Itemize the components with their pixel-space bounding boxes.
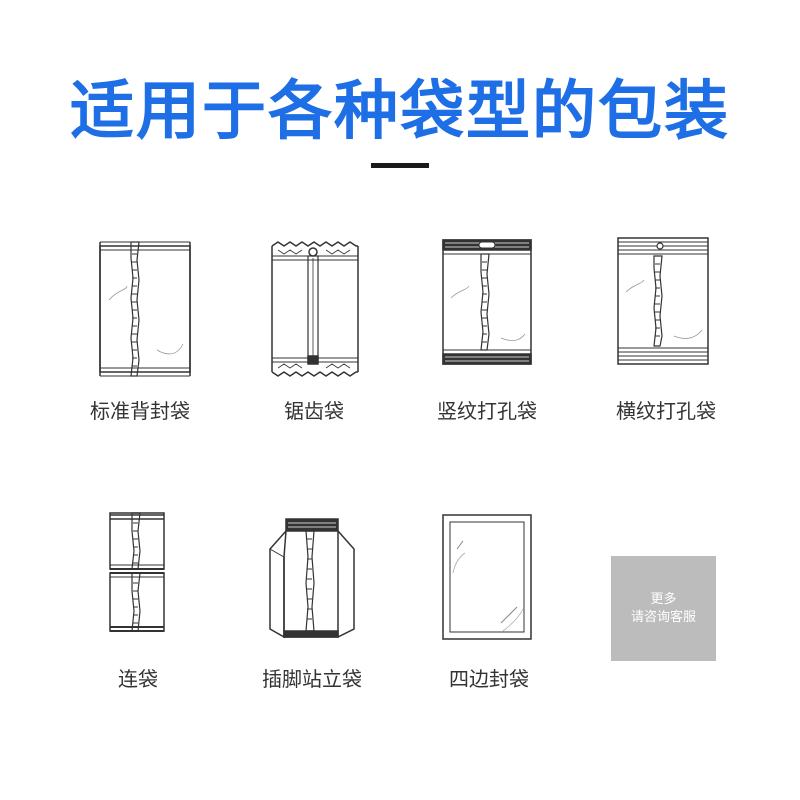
vertical-stripe-punched-bag-icon	[442, 239, 532, 365]
bag-type-label: 连袋	[118, 667, 158, 691]
bag-type-label: 横纹打孔袋	[616, 399, 716, 423]
bag-type-label: 标准背封袋	[90, 399, 190, 423]
bag-type-item: 标准背封袋	[60, 230, 220, 430]
title-divider	[371, 163, 429, 168]
horizontal-stripe-punched-bag-icon	[617, 237, 709, 365]
bag-type-item: 插脚站立袋	[232, 505, 392, 705]
bag-type-label: 竖纹打孔袋	[437, 399, 537, 423]
bag-type-label: 锯齿袋	[284, 399, 344, 423]
more-info-button[interactable]: 更多 请咨询客服	[611, 556, 716, 661]
page-title: 适用于各种袋型的包装	[70, 75, 730, 149]
connected-bags-icon	[109, 512, 165, 632]
bag-type-label: 四边封袋	[449, 667, 529, 691]
zigzag-bag-icon	[271, 241, 359, 377]
more-info-line1: 更多	[650, 591, 677, 607]
more-info-line2: 请咨询客服	[630, 609, 696, 625]
bag-type-item: 连袋	[58, 505, 218, 705]
bag-type-label: 插脚站立袋	[262, 667, 362, 691]
four-side-seal-bag-icon	[442, 514, 532, 640]
bag-type-item: 竖纹打孔袋	[407, 230, 567, 430]
bag-type-item: 锯齿袋	[234, 230, 394, 430]
gusset-standing-bag-icon	[269, 518, 355, 639]
bag-type-item: 横纹打孔袋	[586, 230, 746, 430]
standard-back-seal-bag-icon	[99, 241, 191, 377]
bag-type-item: 四边封袋	[409, 505, 569, 705]
